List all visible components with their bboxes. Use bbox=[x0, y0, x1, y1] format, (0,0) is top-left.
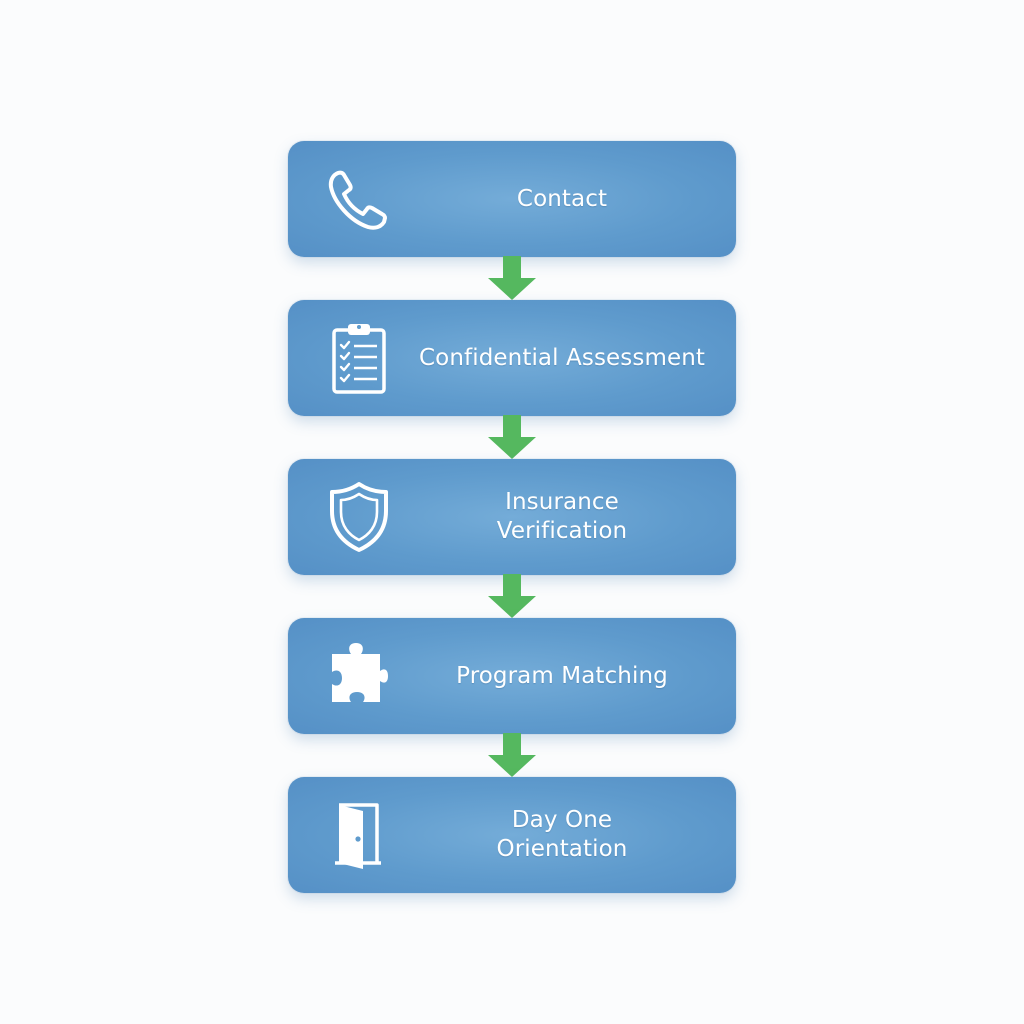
down-arrow-icon bbox=[488, 733, 536, 777]
door-icon bbox=[324, 799, 394, 871]
step-label: Program Matching bbox=[456, 662, 668, 689]
phone-icon bbox=[324, 163, 394, 235]
down-arrow-icon bbox=[488, 256, 536, 300]
puzzle-piece-icon bbox=[324, 640, 394, 712]
step-contact: Contact bbox=[288, 141, 736, 257]
down-arrow-icon bbox=[488, 574, 536, 618]
step-confidential-assessment: Confidential Assessment bbox=[288, 300, 736, 416]
clipboard-checklist-icon bbox=[324, 322, 394, 394]
step-label: Confidential Assessment bbox=[419, 344, 705, 371]
step-label: Day One Orientation bbox=[496, 807, 628, 862]
step-day-one-orientation: Day One Orientation bbox=[288, 777, 736, 893]
step-label: Insurance Verification bbox=[496, 489, 628, 544]
step-insurance-verification: Insurance Verification bbox=[288, 459, 736, 575]
step-label: Contact bbox=[516, 185, 608, 212]
step-program-matching: Program Matching bbox=[288, 618, 736, 734]
down-arrow-icon bbox=[488, 415, 536, 459]
shield-icon bbox=[324, 481, 394, 553]
